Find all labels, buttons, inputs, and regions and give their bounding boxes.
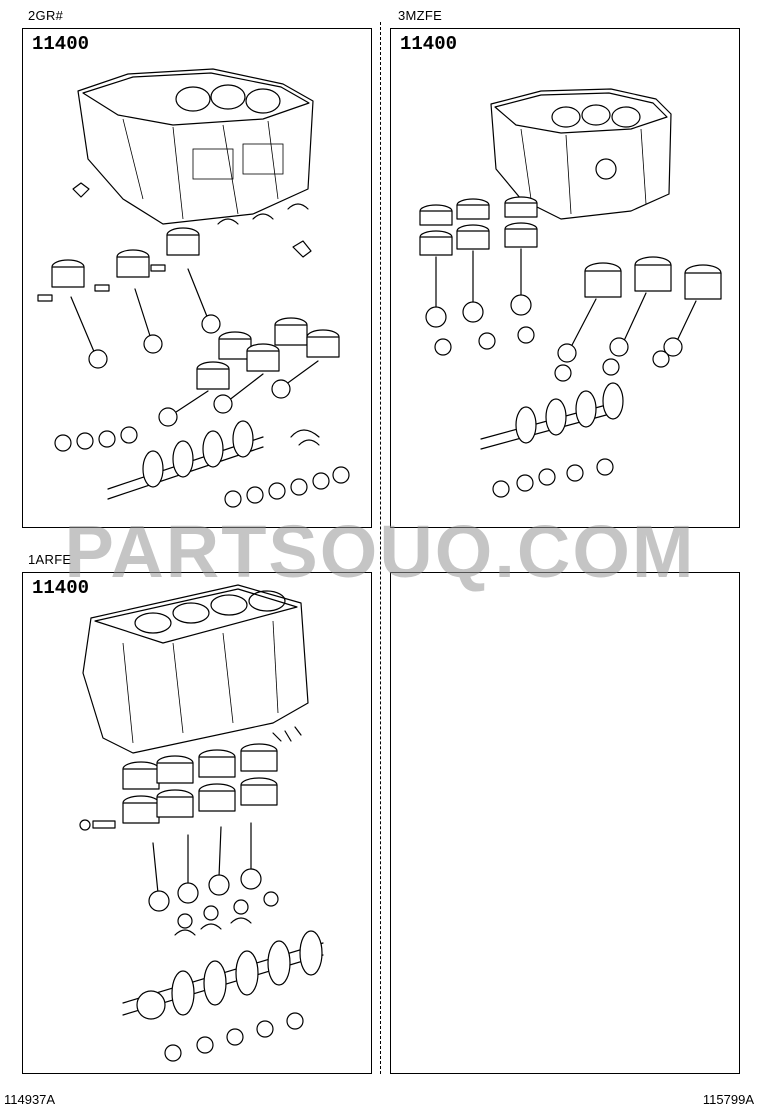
engine-block-inline4-illustration <box>79 584 324 1062</box>
bearing-shells-lower <box>164 1012 304 1062</box>
panel-1arfe[interactable]: 11400 <box>22 572 372 1074</box>
piston-set-lower <box>196 317 340 390</box>
engine-label-2gr: 2GR# <box>28 8 64 23</box>
engine-block-v6-illustration <box>419 88 722 498</box>
connecting-rod-set <box>148 822 262 912</box>
bearing-shells-lower <box>492 458 614 498</box>
piston-set-right <box>584 256 722 300</box>
bearing-shells-left <box>434 326 535 356</box>
piston-set-upper <box>51 227 200 288</box>
panel-2gr[interactable]: 11400 <box>22 28 372 528</box>
engine-block-v6-illustration <box>37 68 350 508</box>
footer-code-right: 115799A <box>702 1092 754 1107</box>
connecting-rod-set-right <box>557 292 697 363</box>
panel-divider <box>380 22 381 1074</box>
engine-label-1arfe: 1ARFE <box>28 552 72 567</box>
piston-set-upper <box>419 196 538 256</box>
piston-set <box>122 743 278 824</box>
crankshaft <box>122 930 324 1020</box>
crankshaft <box>480 382 624 450</box>
crankshaft <box>107 420 264 500</box>
engine-label-3mzfe: 3MZFE <box>398 8 443 23</box>
panel-empty <box>390 572 740 1074</box>
bearing-shells-lower <box>224 466 350 508</box>
connecting-rod-set-upper <box>70 268 221 369</box>
part-number-callout[interactable]: 11400 <box>32 33 90 55</box>
part-number-callout[interactable]: 11400 <box>400 33 458 55</box>
panel-3mzfe[interactable]: 11400 <box>390 28 740 528</box>
bearing-shells-upper <box>174 891 279 936</box>
bearing-shells-right <box>554 350 670 382</box>
part-number-callout[interactable]: 11400 <box>32 577 90 599</box>
footer-code-left: 114937A <box>4 1092 56 1107</box>
connecting-rod-set-left <box>425 248 532 328</box>
bearing-shells-upper <box>54 426 320 452</box>
